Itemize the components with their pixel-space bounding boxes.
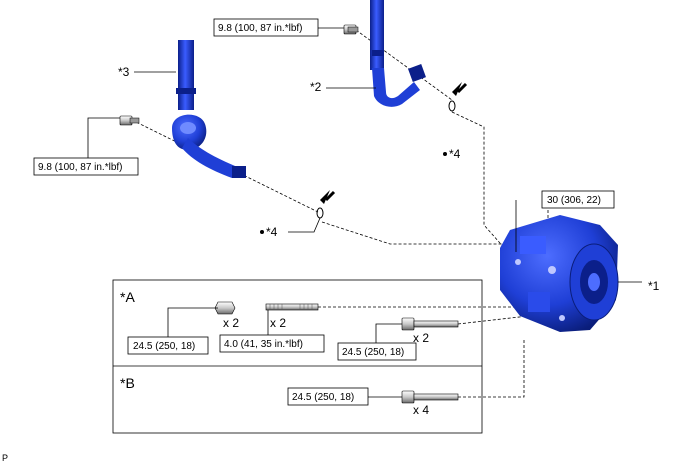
o-ring-left <box>316 190 336 219</box>
discharge-hose-2 <box>370 0 426 107</box>
hose-top-bolt <box>343 24 359 35</box>
section-b-label: *B <box>120 375 135 391</box>
svg-text:4.0 (41, 35 in.*lbf): 4.0 (41, 35 in.*lbf) <box>224 339 303 350</box>
torque-box-compressor: 30 (306, 22) <box>541 190 615 209</box>
svg-text:24.5 (250, 18): 24.5 (250, 18) <box>342 347 404 358</box>
torque-box-top: 9.8 (100, 87 in.*lbf) <box>213 18 319 37</box>
leader-lines <box>87 27 642 398</box>
svg-text:24.5 (250, 18): 24.5 (250, 18) <box>292 392 354 403</box>
qty-a-stud: x 2 <box>270 316 286 330</box>
svg-text:30 (306, 22): 30 (306, 22) <box>547 195 601 206</box>
suction-hose-3 <box>172 40 246 178</box>
qty-b-bolt: x 4 <box>413 403 429 417</box>
corner-mark: P <box>2 453 8 463</box>
callout-1: *1 <box>648 279 660 293</box>
section-frame <box>112 279 483 434</box>
svg-text:24.5 (250, 18): 24.5 (250, 18) <box>133 341 195 352</box>
svg-text:9.8 (100, 87 in.*lbf): 9.8 (100, 87 in.*lbf) <box>218 23 303 34</box>
callout-4-top: *4 <box>449 147 461 161</box>
a-stud <box>265 303 319 311</box>
svg-text:9.8 (100, 87 in.*lbf): 9.8 (100, 87 in.*lbf) <box>38 162 123 173</box>
torque-box-a-bolt: 24.5 (250, 18) <box>337 342 417 361</box>
callout-3: *3 <box>118 65 130 79</box>
qty-a-nut: x 2 <box>223 316 239 330</box>
dot-4-left <box>260 230 264 234</box>
o-ring-top <box>448 82 468 112</box>
torque-box-left: 9.8 (100, 87 in.*lbf) <box>33 157 139 176</box>
torque-box-a-stud: 4.0 (41, 35 in.*lbf) <box>219 334 325 353</box>
torque-box-a-nut: 24.5 (250, 18) <box>127 336 209 355</box>
torque-box-b-bolt: 24.5 (250, 18) <box>287 387 369 406</box>
section-a-label: *A <box>120 289 135 305</box>
dot-4-top <box>443 152 447 156</box>
callout-4-left: *4 <box>266 225 278 239</box>
qty-a-bolt: x 2 <box>413 331 429 345</box>
a-bolt <box>401 317 459 331</box>
hose-left-bolt <box>119 115 140 126</box>
b-bolt <box>401 390 459 404</box>
callout-2: *2 <box>310 80 322 94</box>
compressor-1 <box>500 215 619 332</box>
